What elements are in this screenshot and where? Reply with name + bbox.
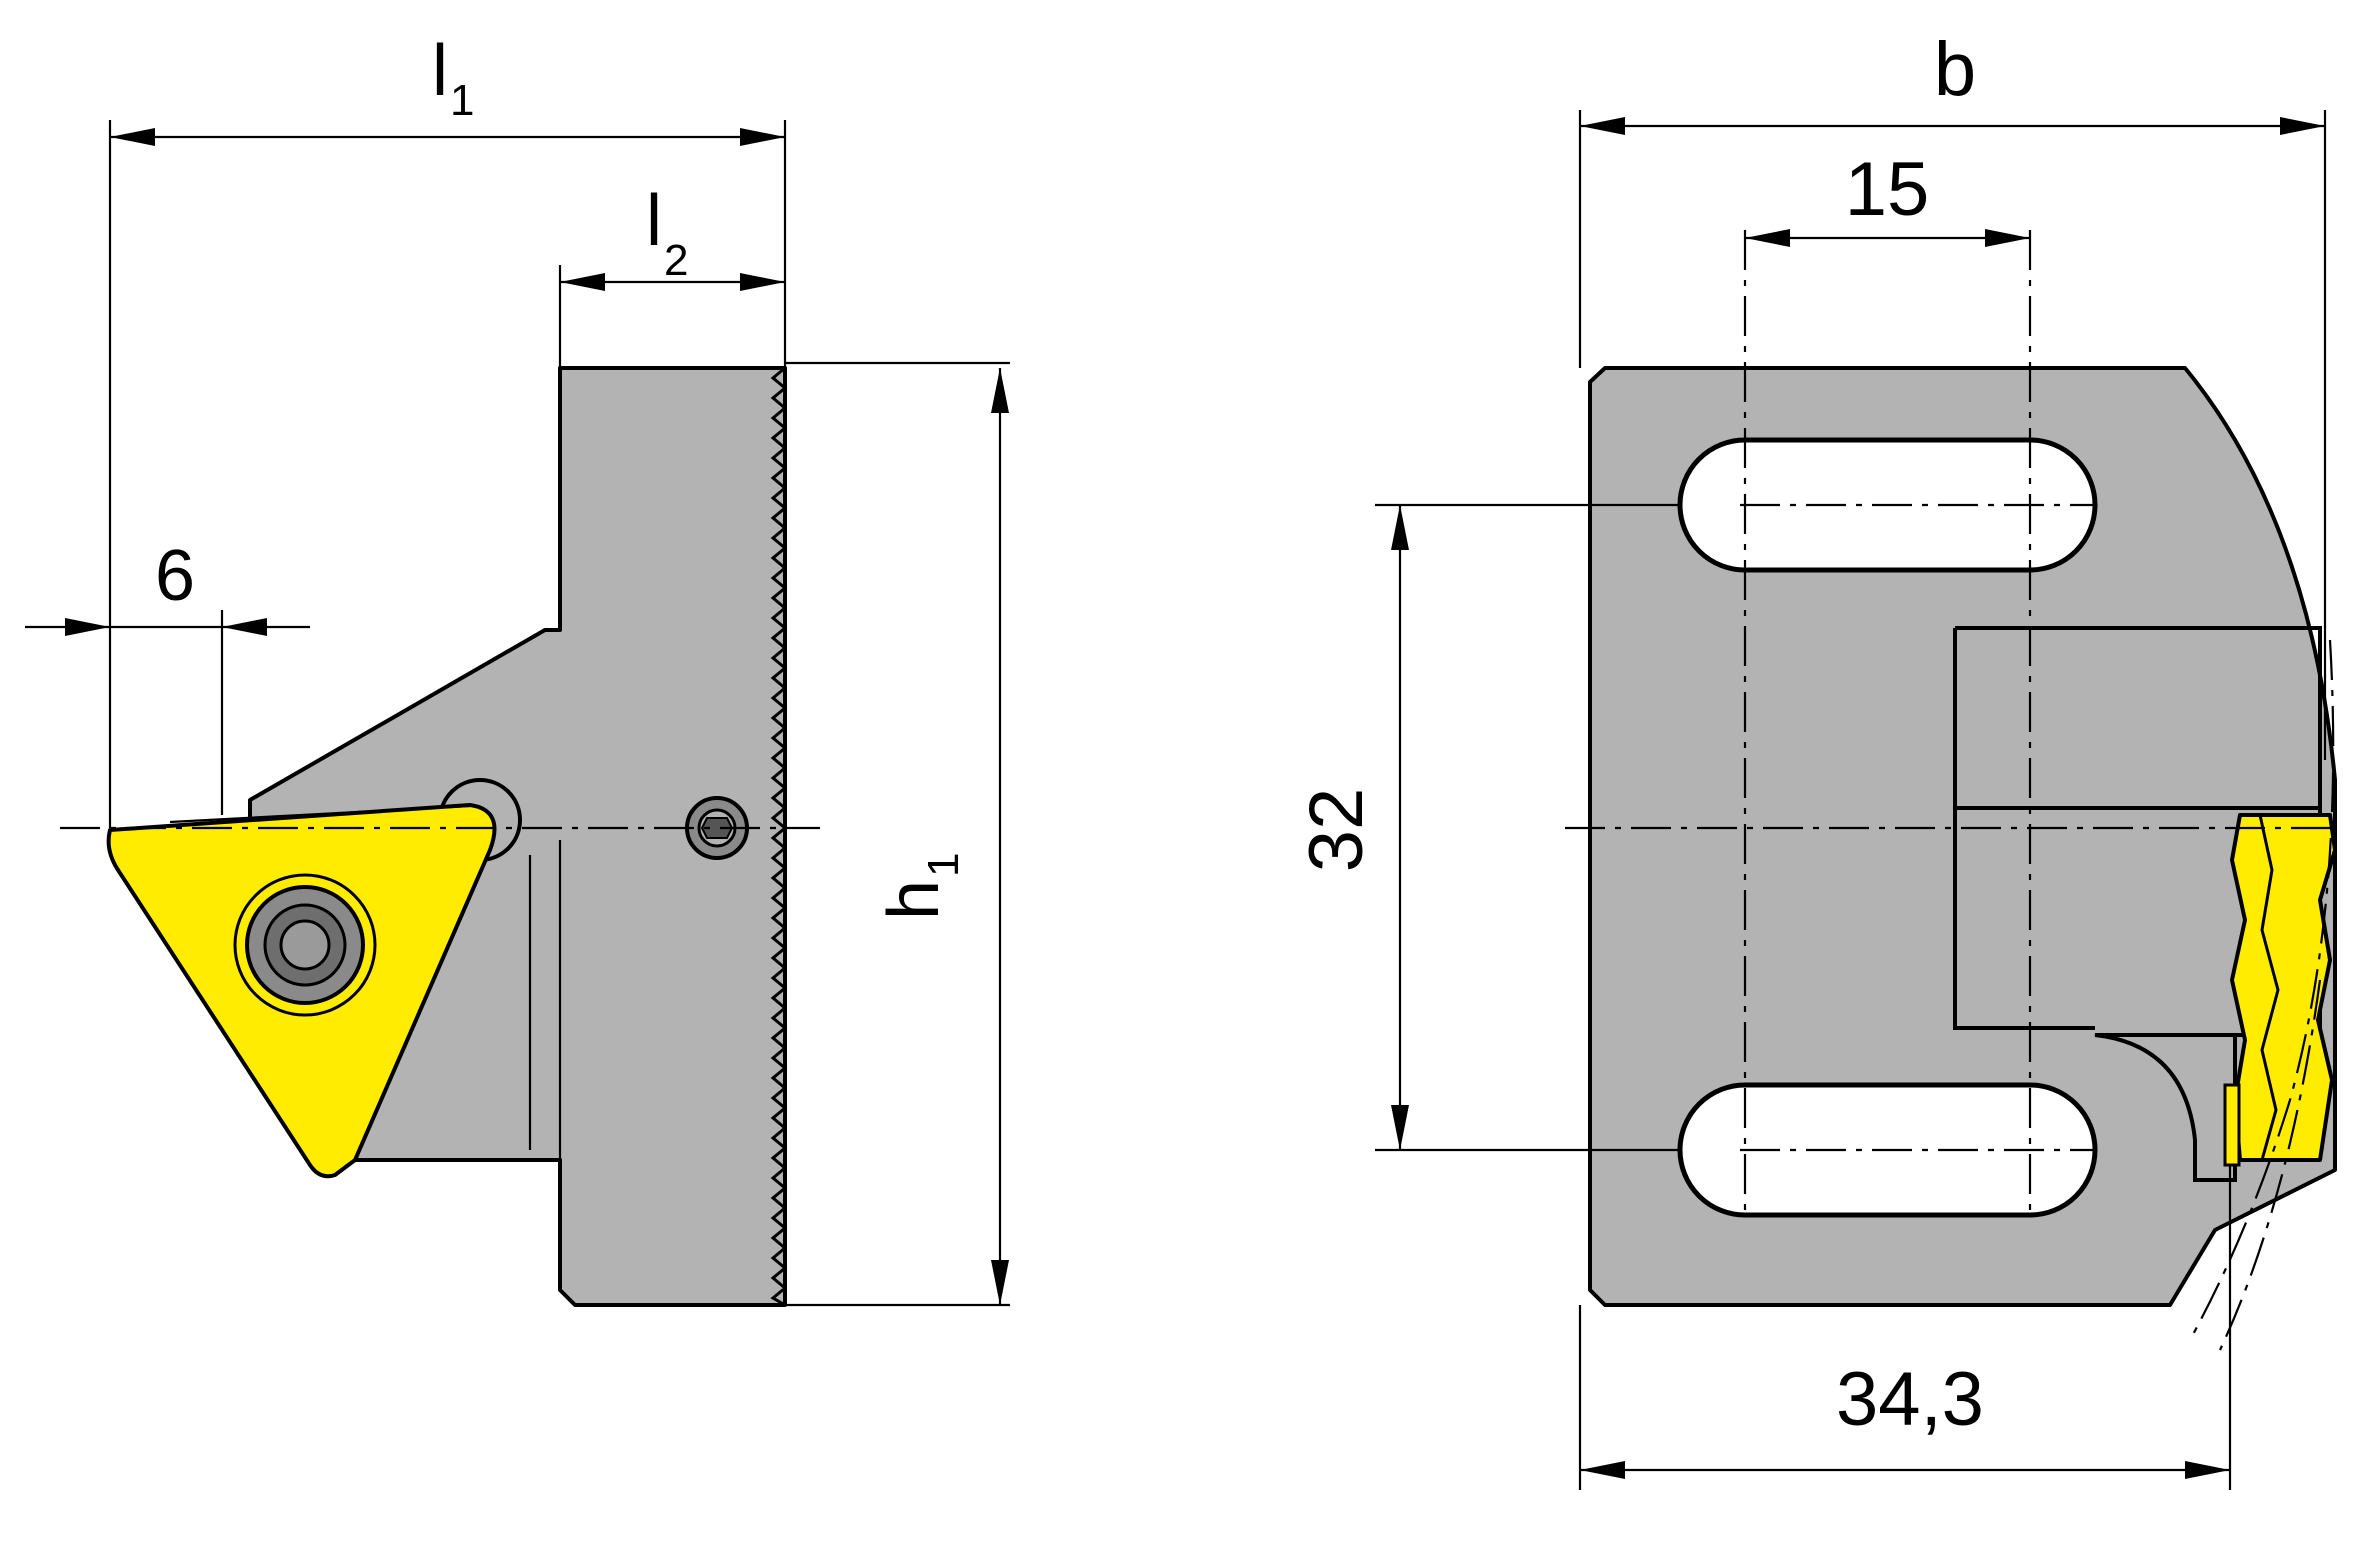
dimension-32: 32 [1294, 505, 1409, 1150]
dimension-h1: h 1 [874, 368, 1009, 1305]
dimension-15: 15 [1745, 147, 2030, 247]
right-view: b 15 32 34,3 [1294, 27, 2340, 1490]
insert-screw-icon [233, 873, 377, 1017]
insert-tab [2223, 1083, 2241, 1167]
dim-b-label: b [1934, 27, 1976, 112]
insert-edge-line [169, 804, 471, 824]
cutting-arc-2 [2219, 979, 2322, 1351]
dimension-34-3: 34,3 [1580, 1357, 2230, 1479]
dim-15-label: 15 [1845, 147, 1930, 232]
dim-34-3-label: 34,3 [1836, 1357, 1984, 1442]
l2-label: l [646, 181, 662, 261]
dimension-l2: l 2 [560, 181, 785, 291]
dim-32-label: 32 [1294, 788, 1379, 873]
insert-pocket [1955, 626, 2322, 1182]
pocket-edge [1953, 628, 2095, 1030]
l1-label: l [432, 31, 448, 111]
h1-label: h [874, 880, 954, 920]
dimension-b: b [1580, 27, 2325, 135]
dimension-6: 6 [25, 536, 310, 636]
left-view: l 1 l 2 h 1 6 [25, 31, 1010, 1307]
insert-flute-line [2258, 814, 2280, 1161]
dimension-l1: l 1 [110, 31, 785, 146]
dim-6-label: 6 [155, 536, 195, 616]
h1-subscript: 1 [919, 853, 968, 877]
l1-subscript: 1 [450, 76, 474, 125]
l2-subscript: 2 [664, 236, 688, 285]
serration-teeth [770, 366, 788, 1307]
